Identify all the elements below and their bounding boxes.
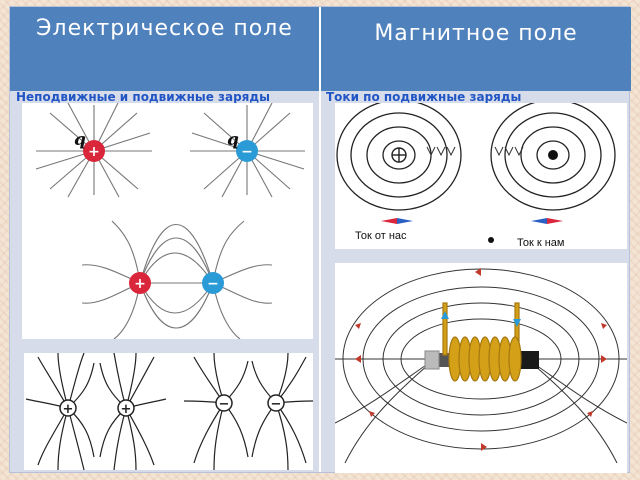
- negative-charge: −: [236, 140, 258, 162]
- dipole-field-lines: [81, 220, 273, 339]
- current-direction-arrows: [441, 311, 521, 327]
- comparison-table: Электрическое поле Магнитное поле Неподв…: [9, 6, 631, 473]
- dipole-positive-charge: +: [129, 272, 151, 294]
- charge-label-q-2: q: [227, 130, 239, 150]
- charge-label-q: q: [74, 130, 86, 150]
- positive-charge: +: [83, 140, 105, 162]
- svg-text:−: −: [241, 144, 253, 160]
- svg-text:−: −: [219, 397, 230, 412]
- subheading-magnetic: Токи по подвижные заряды: [326, 90, 522, 104]
- svg-text:+: +: [134, 276, 146, 292]
- cross-current-symbol: [391, 147, 407, 163]
- needle-away: [381, 218, 413, 224]
- svg-text:−: −: [207, 276, 219, 292]
- solenoid-coil: [442, 302, 522, 382]
- dipole-negative-charge: −: [202, 272, 224, 294]
- caption-dot-icon: [488, 237, 494, 243]
- header-electric-field: Электрическое поле: [10, 7, 319, 91]
- column-divider: [319, 7, 321, 472]
- caption-current-away: Ток от нас: [355, 230, 407, 242]
- svg-text:+: +: [121, 402, 132, 417]
- like-negative-charges: − −: [215, 394, 285, 412]
- svg-text:−: −: [271, 397, 282, 412]
- compass-needles: [426, 146, 524, 157]
- dot-current-symbol: [548, 150, 558, 160]
- point-charges-diagram: + q − q + −: [22, 103, 313, 339]
- current-field-diagram: Ток от нас Ток к нам: [335, 103, 627, 249]
- like-positive-charges: + +: [59, 399, 135, 417]
- svg-text:+: +: [88, 144, 100, 160]
- header-magnetic-field: Магнитное поле: [321, 7, 631, 91]
- current-toward-field-lines: [490, 103, 616, 211]
- solenoid-field-diagram: [335, 263, 627, 473]
- caption-current-toward: Ток к нам: [517, 237, 564, 249]
- subheading-electric: Неподвижные и подвижные заряды: [16, 90, 270, 104]
- field-arrows: [355, 268, 607, 451]
- svg-text:+: +: [63, 402, 74, 417]
- needle-toward: [531, 218, 563, 224]
- like-charges-diagram: + + − −: [24, 353, 313, 470]
